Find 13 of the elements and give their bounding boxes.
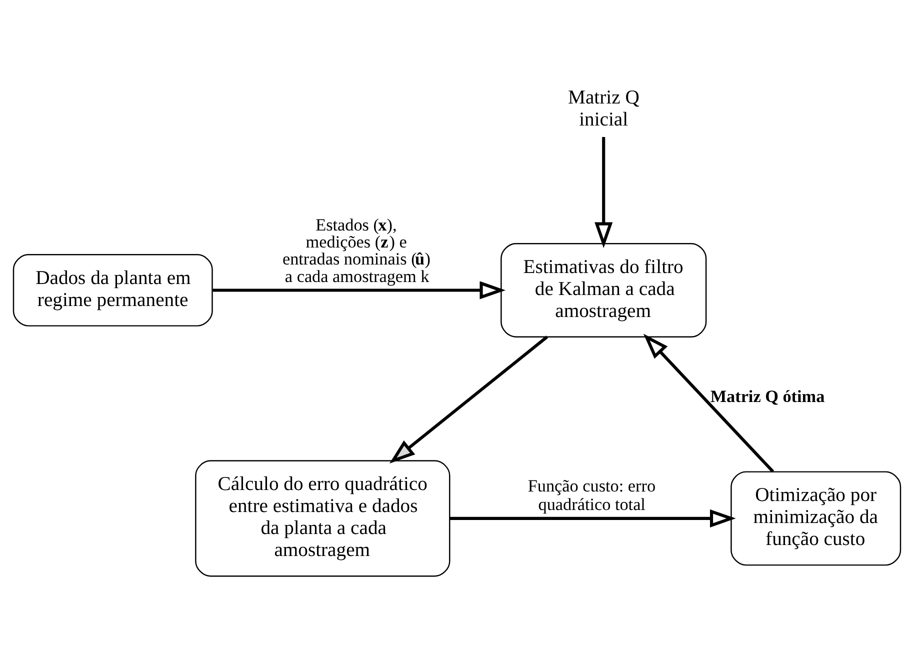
node-box: Cálculo do erro quadrático entre estimativa e dados da planta a cada amostragem (195, 460, 450, 577)
edge-label: Estados (x), medições (z) e entradas nominais (û) a cada amostragem k (282, 215, 431, 286)
edge-label: Função custo: erro quadrático total (528, 476, 656, 514)
arrow (450, 509, 736, 528)
node-text: Matriz Q inicial (568, 88, 640, 131)
arrow (594, 136, 613, 248)
arrow (212, 281, 506, 300)
node-box: Otimização por minimização da função custo (730, 471, 902, 566)
edge-label: Matriz Q ótima (710, 387, 825, 406)
arrow (389, 336, 548, 464)
node-box: Dados da planta em regime permanente (12, 254, 213, 326)
arrow (643, 334, 774, 473)
node-box: Estimativas do filtro de Kalman a cada amostragem (500, 243, 707, 338)
